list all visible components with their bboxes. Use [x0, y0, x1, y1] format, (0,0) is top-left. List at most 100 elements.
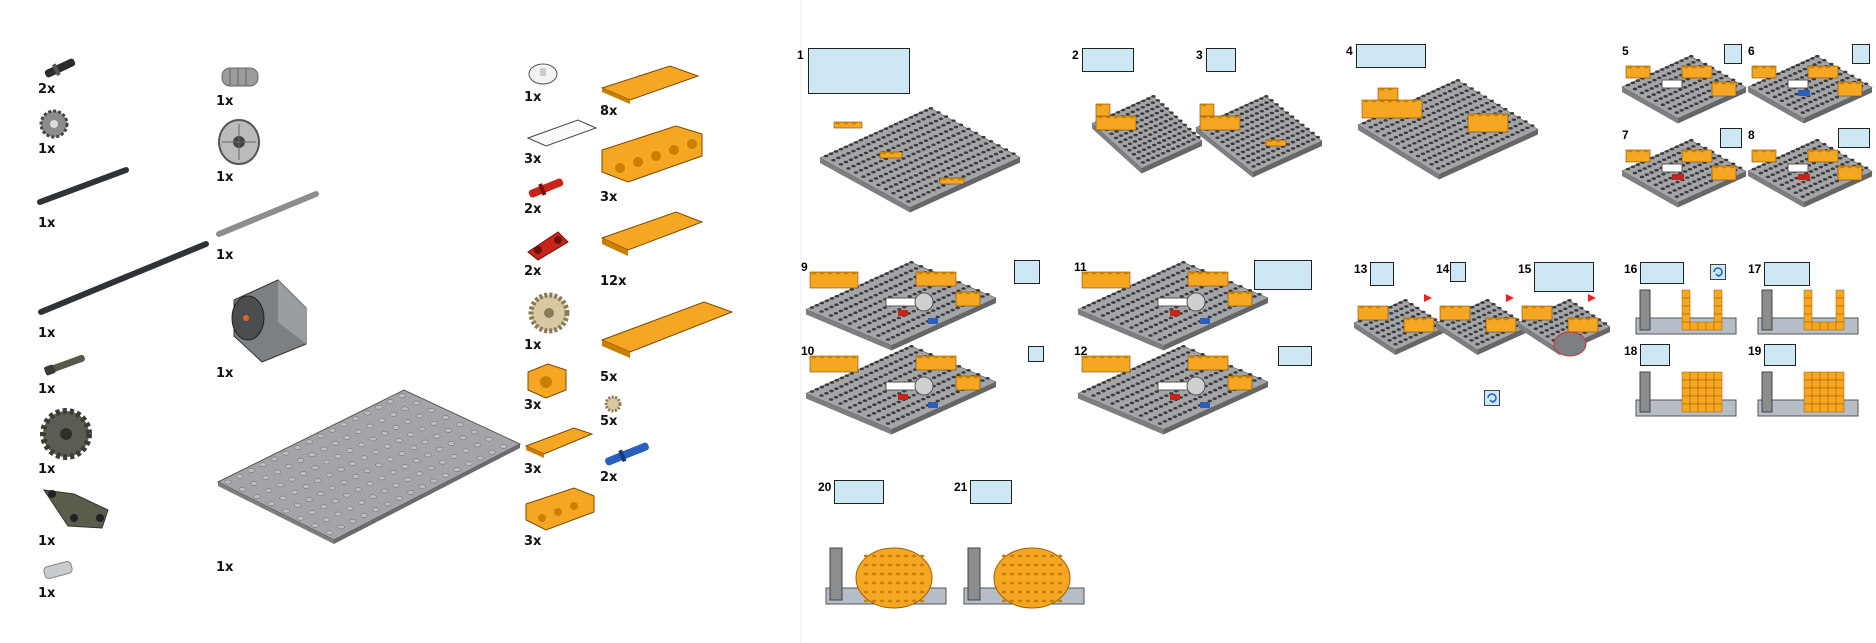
stud — [1768, 83, 1773, 86]
stud — [1786, 103, 1792, 106]
stud — [1532, 321, 1538, 324]
stud — [1667, 107, 1673, 110]
stud — [1815, 174, 1821, 177]
stud — [1663, 179, 1668, 182]
stud — [1777, 93, 1782, 96]
stud — [1265, 126, 1270, 130]
stud — [1121, 372, 1127, 375]
stud — [1132, 146, 1137, 150]
stud — [1426, 314, 1432, 318]
stud — [888, 362, 894, 366]
stud — [308, 452, 316, 457]
stud — [1170, 358, 1176, 361]
stud — [1151, 283, 1156, 286]
stud — [1017, 590, 1023, 594]
stud — [933, 180, 939, 183]
stud — [1490, 335, 1495, 339]
stud — [911, 167, 916, 171]
stud — [1402, 146, 1407, 150]
stud — [1476, 315, 1482, 319]
stud — [1411, 120, 1417, 124]
stud — [1217, 386, 1223, 390]
stud — [908, 161, 914, 164]
stud — [928, 182, 934, 185]
stud — [1269, 99, 1274, 102]
stud — [856, 147, 861, 151]
stud — [1141, 148, 1147, 151]
stud — [1689, 54, 1694, 58]
stud — [1761, 163, 1766, 166]
stud — [1264, 113, 1270, 117]
stud — [1461, 119, 1467, 123]
stud — [1163, 411, 1168, 415]
stud — [1120, 313, 1125, 317]
stud — [881, 151, 887, 155]
stud — [1469, 87, 1474, 90]
stud — [1229, 375, 1235, 379]
stud — [919, 554, 925, 558]
brick — [1705, 395, 1715, 405]
stud — [918, 156, 924, 160]
stud — [311, 523, 319, 528]
stud — [1001, 572, 1007, 576]
stud — [1503, 310, 1508, 314]
stud — [901, 157, 906, 160]
orange-plate-2x8-icon — [600, 301, 734, 358]
stud — [424, 452, 432, 458]
stud — [1245, 291, 1251, 295]
stud — [941, 371, 947, 375]
stud — [811, 355, 817, 359]
stud — [1101, 389, 1106, 393]
stud — [1267, 139, 1273, 143]
stud — [1813, 182, 1818, 186]
stud — [1713, 165, 1719, 169]
stud — [1100, 314, 1106, 317]
stud — [900, 331, 906, 335]
stud — [881, 136, 886, 139]
stud — [1049, 554, 1055, 558]
stud — [1127, 142, 1133, 146]
stud — [1132, 140, 1138, 143]
stud — [1639, 175, 1645, 179]
qty-label: 5x — [600, 414, 618, 429]
qty-label: 2x — [524, 202, 542, 217]
stud — [1825, 85, 1831, 89]
stud — [893, 293, 898, 296]
stud — [1434, 102, 1440, 106]
stud — [861, 160, 866, 163]
stud — [1205, 271, 1211, 275]
stud — [1269, 118, 1275, 121]
stud — [877, 317, 882, 320]
stud — [1122, 144, 1128, 148]
stud — [1096, 383, 1102, 387]
stud — [908, 191, 914, 195]
stud — [1197, 355, 1203, 359]
stud — [1153, 331, 1158, 335]
stud — [1241, 156, 1246, 160]
stud — [1730, 162, 1736, 166]
stud — [1244, 122, 1250, 126]
step-scene — [825, 547, 947, 609]
stud — [1128, 136, 1133, 139]
stud — [898, 291, 903, 294]
stud — [1249, 120, 1255, 124]
stud — [1096, 391, 1101, 395]
stud — [931, 188, 936, 192]
stud — [1812, 63, 1817, 66]
stud — [1208, 290, 1214, 293]
stud — [1775, 87, 1780, 90]
stud — [1486, 108, 1491, 111]
stud — [395, 496, 403, 501]
stud — [1647, 164, 1652, 168]
stud — [1025, 590, 1031, 594]
stud — [811, 271, 817, 275]
stud — [903, 193, 909, 197]
stud — [351, 416, 360, 421]
step-scene — [805, 344, 997, 435]
stud — [843, 145, 849, 149]
brick — [1827, 371, 1837, 381]
stud — [834, 294, 840, 298]
stud — [1487, 311, 1492, 314]
stud — [1815, 104, 1820, 108]
stud — [401, 406, 409, 411]
